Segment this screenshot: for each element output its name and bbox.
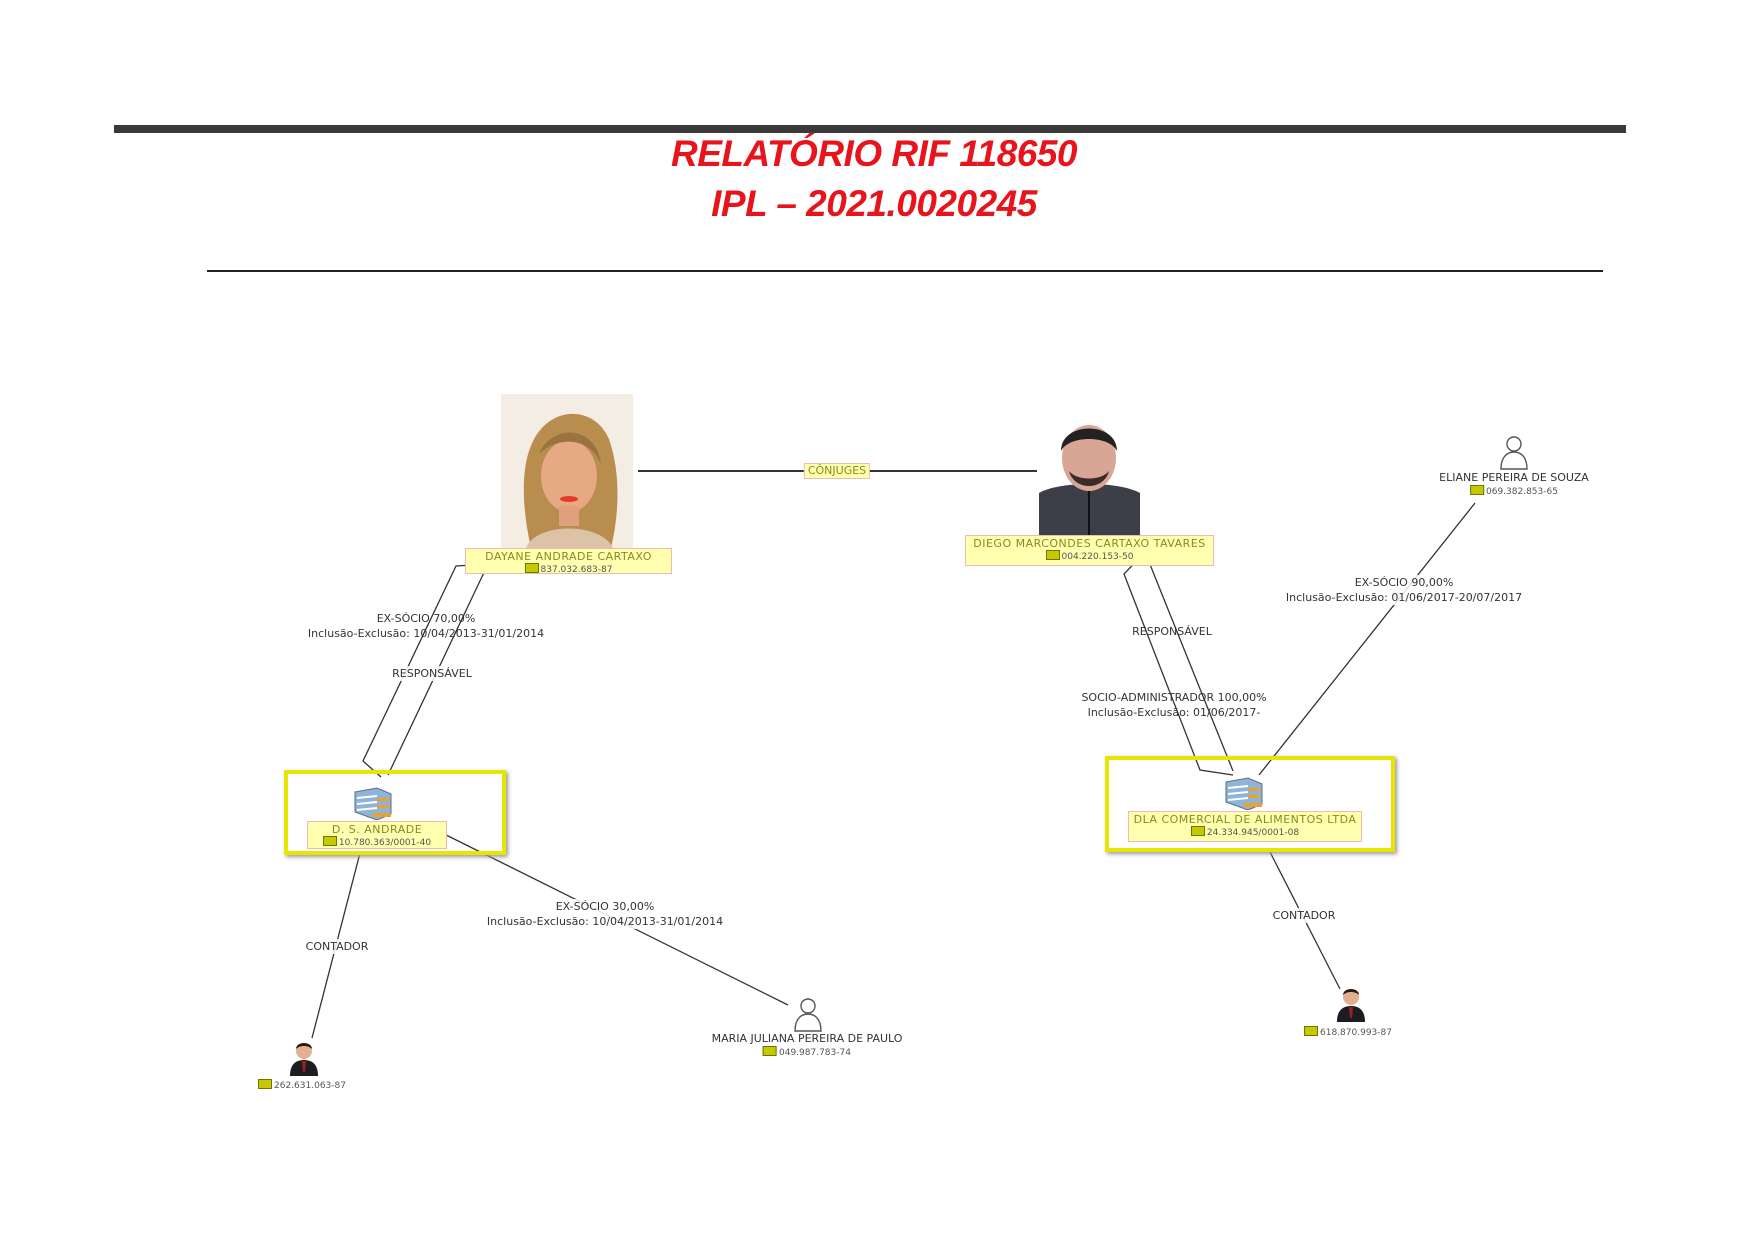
diego-name: DIEGO MARCONDES CARTAXO TAVARES — [973, 537, 1206, 550]
id-card-icon — [524, 563, 539, 573]
edge-eliane-dla — [1258, 502, 1476, 776]
ds-andrade-node-label[interactable]: D. S. ANDRADE 10.780.363/0001-40 — [307, 821, 447, 849]
maria-person-icon[interactable] — [791, 996, 825, 1036]
id-card-icon — [1190, 826, 1205, 836]
id-card-icon — [1045, 550, 1060, 560]
edge-diego-dla-responsavel — [1144, 551, 1234, 772]
accountant-right-icon[interactable] — [1335, 986, 1367, 1026]
edge-role: EX-SÓCIO 90,00% — [1354, 576, 1454, 589]
dayane-photo[interactable] — [501, 394, 633, 548]
id-card-icon — [763, 1046, 778, 1056]
report-title: RELATÓRIO RIF 118650 — [670, 133, 1078, 174]
id-card-icon — [258, 1079, 273, 1089]
edge-period: Inclusão-Exclusão: 10/04/2013-31/01/2014 — [486, 915, 724, 928]
accountant-right-label[interactable]: 618.870.993-87 — [1304, 1026, 1392, 1038]
dla-name: DLA COMERCIAL DE ALIMENTOS LTDA — [1133, 813, 1357, 826]
edge-role: EX-SÓCIO 30,00% — [555, 900, 655, 913]
company-building-icon[interactable] — [353, 786, 393, 824]
diego-node-label[interactable]: DIEGO MARCONDES CARTAXO TAVARES 004.220.… — [965, 535, 1214, 566]
maria-node-label[interactable]: MARIA JULIANA PEREIRA DE PAULO 049.987.7… — [712, 1032, 903, 1060]
edge-period: Inclusão-Exclusão: 01/06/2017-20/07/2017 — [1285, 591, 1523, 604]
accountant-right-doc: 618.870.993-87 — [1320, 1028, 1392, 1038]
id-card-icon — [322, 836, 337, 846]
edge-label-dla-contador: CONTADOR — [1272, 908, 1336, 923]
accountant-left-icon[interactable] — [288, 1040, 320, 1080]
maria-name: MARIA JULIANA PEREIRA DE PAULO — [711, 1032, 903, 1045]
dayane-name: DAYANE ANDRADE CARTAXO — [485, 550, 652, 563]
id-card-icon — [1470, 485, 1485, 495]
edge-label-eliane-dla: EX-SÓCIO 90,00% Inclusão-Exclusão: 01/06… — [1285, 575, 1523, 605]
eliane-person-icon[interactable] — [1497, 434, 1531, 474]
edge-label-ds-contador: CONTADOR — [305, 939, 369, 954]
ds-andrade-highlight — [284, 770, 506, 855]
id-card-icon — [1304, 1026, 1319, 1036]
edge-role: EX-SÓCIO 70,00% — [376, 612, 476, 625]
edge-label-conjuges: CÔNJUGES — [803, 463, 871, 479]
header-divider — [207, 270, 1603, 272]
dla-highlight — [1105, 756, 1395, 852]
accountant-left-doc: 262.631.063-87 — [274, 1081, 346, 1091]
edge-diego-dla-socio — [1123, 551, 1234, 776]
ds-andrade-name: D. S. ANDRADE — [331, 823, 423, 836]
dayane-node-label[interactable]: DAYANE ANDRADE CARTAXO 837.032.683-87 — [465, 548, 672, 575]
eliane-name: ELIANE PEREIRA DE SOUZA — [1439, 471, 1589, 484]
dla-node-label[interactable]: DLA COMERCIAL DE ALIMENTOS LTDA 24.334.9… — [1128, 811, 1362, 842]
edge-role: SOCIO-ADMINISTRADOR 100,00% — [1081, 691, 1267, 704]
edge-label-dayane-ds-socio: EX-SÓCIO 70,00% Inclusão-Exclusão: 10/04… — [308, 611, 544, 641]
edge-label-diego-dla-responsavel: RESPONSÁVEL — [1132, 625, 1212, 638]
edge-label-dayane-ds-responsavel: RESPONSÁVEL — [392, 666, 472, 681]
diego-doc: 004.220.153-50 — [1061, 552, 1134, 562]
header-bar — [114, 125, 1626, 133]
edge-label-diego-dla-socio: SOCIO-ADMINISTRADOR 100,00% Inclusão-Exc… — [1081, 690, 1266, 720]
person-photo-icon — [1039, 425, 1140, 535]
diego-photo[interactable] — [1039, 413, 1140, 535]
accountant-left-label[interactable]: 262.631.063-87 — [258, 1079, 346, 1091]
edge-period: Inclusão-Exclusão: 01/06/2017- — [1087, 706, 1261, 719]
edge-label-ds-maria: EX-SÓCIO 30,00% Inclusão-Exclusão: 10/04… — [486, 899, 724, 929]
eliane-node-label[interactable]: ELIANE PEREIRA DE SOUZA 069.382.853-65 — [1439, 471, 1589, 499]
maria-doc: 049.987.783-74 — [779, 1048, 851, 1058]
dla-doc: 24.334.945/0001-08 — [1206, 828, 1300, 838]
eliane-doc: 069.382.853-65 — [1486, 487, 1558, 497]
ds-andrade-doc: 10.780.363/0001-40 — [338, 838, 432, 848]
dayane-doc: 837.032.683-87 — [540, 565, 613, 575]
report-subtitle: IPL – 2021.0020245 — [711, 183, 1037, 224]
edge-period: Inclusão-Exclusão: 10/04/2013-31/01/2014 — [307, 627, 545, 640]
company-building-icon[interactable] — [1224, 776, 1264, 814]
person-photo-icon — [523, 413, 618, 548]
